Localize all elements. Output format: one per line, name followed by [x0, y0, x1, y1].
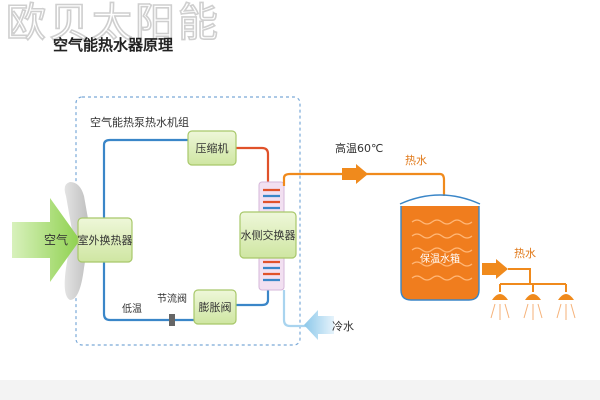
air-label: 空气 — [44, 232, 68, 247]
outlet-hot-water-arrow — [482, 259, 508, 279]
low-temp-label: 低温 — [122, 302, 142, 315]
expansion-valve-label: 膨胀阀 — [199, 300, 232, 314]
expansion-valve-box: 膨胀阀 — [193, 289, 237, 325]
shower-head-icon — [490, 294, 510, 320]
shower-head-icon — [556, 294, 576, 320]
hot-water-pipe — [282, 172, 446, 196]
insulated-water-tank: 保温水箱 — [399, 194, 481, 301]
compressor-label: 压缩机 — [196, 141, 229, 155]
unit-label: 空气能热泵热水机组 — [90, 115, 189, 129]
shower-head-icon — [523, 294, 543, 320]
water-exchanger-label: 水侧交换器 — [241, 228, 296, 242]
hot-water-label-top: 热水 — [405, 154, 427, 167]
refrigerant-pipes — [102, 138, 270, 322]
throttle-valve-icon — [169, 314, 175, 326]
high-temp-arrow — [342, 164, 368, 184]
outdoor-exchanger-label: 室外换热器 — [78, 233, 133, 247]
watermark-text: 欧贝太阳能 — [6, 0, 221, 46]
water-exchanger-box: 水侧交换器 — [239, 211, 297, 259]
shower-distribution-pipe — [499, 268, 567, 292]
bottom-shadow — [0, 380, 600, 400]
throttle-label: 节流阀 — [157, 292, 187, 305]
cold-water-pipe — [282, 290, 334, 340]
air-inflow-arrow — [12, 198, 80, 282]
hot-water-label-outlet: 热水 — [514, 247, 536, 260]
cold-water-label: 冷水 — [332, 320, 354, 333]
page-title: 空气能热水器原理 — [53, 36, 173, 54]
tank-label: 保温水箱 — [420, 252, 460, 265]
high-temp-label: 高温60℃ — [335, 141, 383, 155]
compressor-box: 压缩机 — [187, 130, 237, 166]
outdoor-exchanger-box: 室外换热器 — [77, 217, 133, 263]
